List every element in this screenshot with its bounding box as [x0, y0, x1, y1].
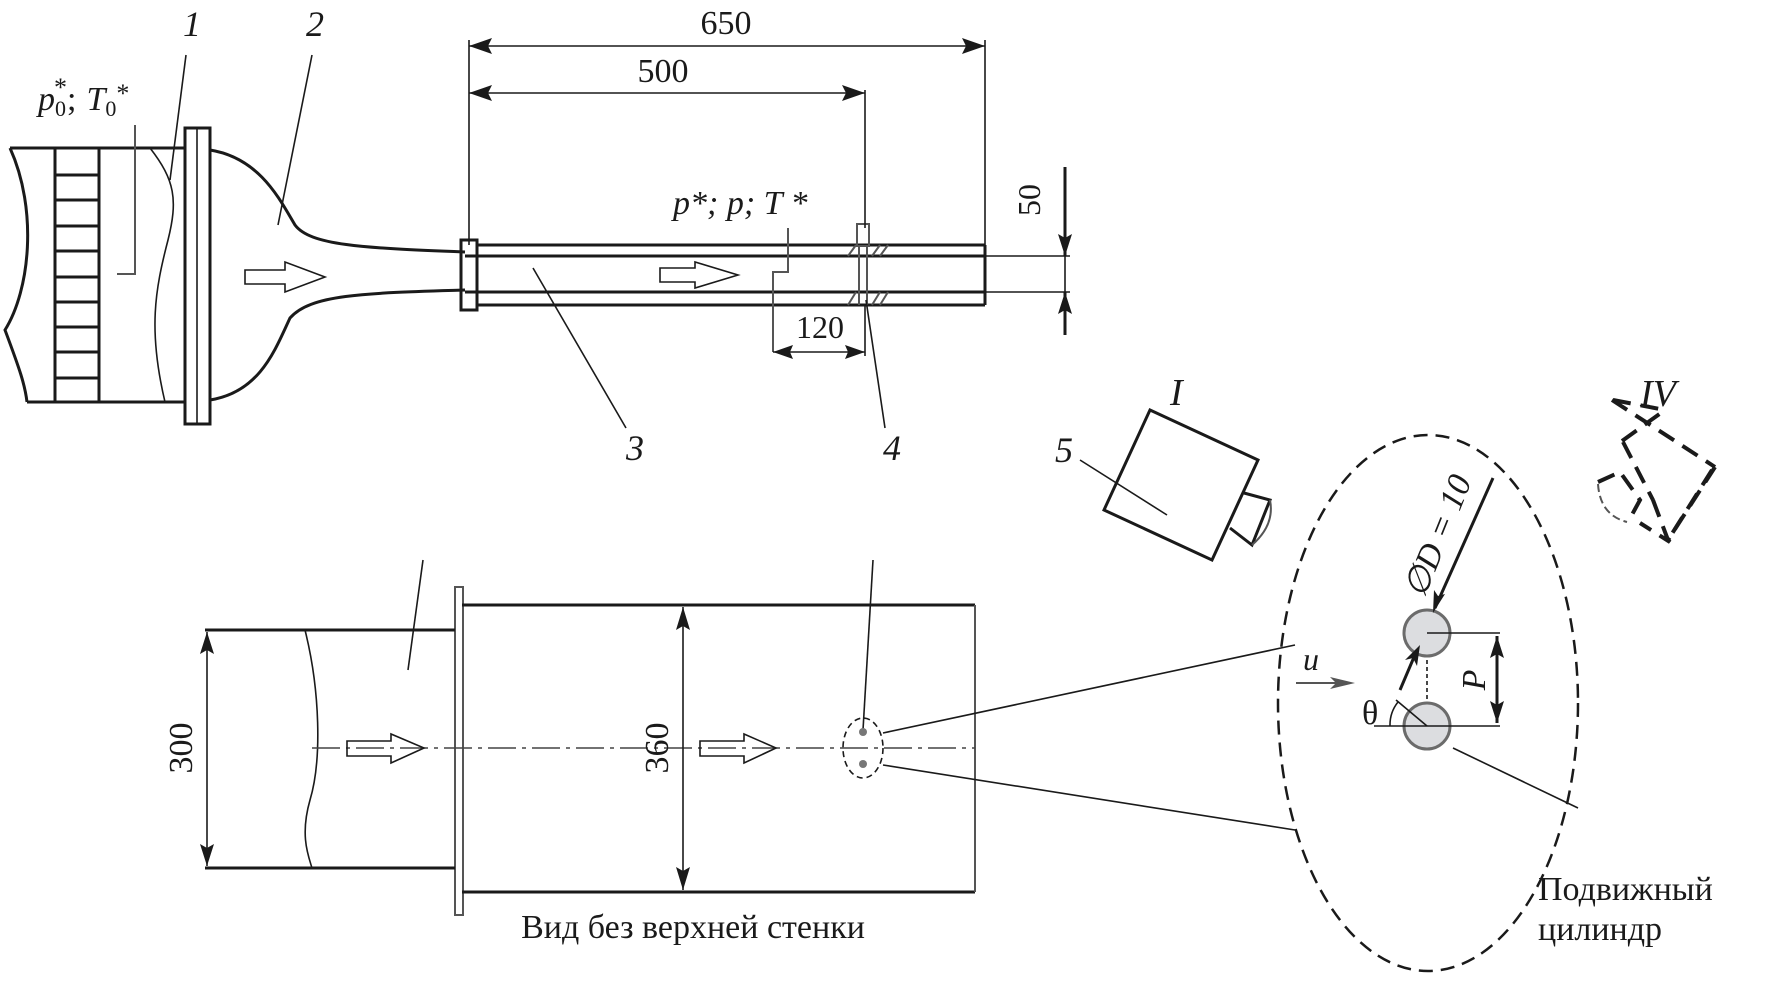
- plan-view-caption: Вид без верхней стенки: [521, 909, 865, 946]
- svg-text:p0*;T0*: p0*;T0*: [36, 73, 129, 121]
- dimension-120-label: 120: [796, 309, 844, 345]
- dimension-360-label: 360: [639, 723, 676, 774]
- angle-label: θ: [1362, 695, 1378, 732]
- dimension-50-label: 50: [1011, 184, 1047, 216]
- test-params-label: p*; p; T *: [671, 185, 807, 222]
- settling-chamber: [3, 126, 212, 426]
- flow-arrow: [659, 260, 741, 290]
- part-3-label: 3: [625, 428, 644, 468]
- camera-I: I 5: [1055, 372, 1273, 562]
- probe-cylinder-mount: [847, 223, 889, 306]
- moving-cylinder-label-2: цилиндр: [1538, 911, 1662, 948]
- dimension-300: 300: [163, 632, 214, 866]
- moving-cylinder-label-1: Подвижный: [1538, 871, 1713, 908]
- flow-velocity-arrow: u: [1296, 641, 1355, 689]
- part-4-label: 4: [883, 428, 901, 468]
- inset-detail: u P θ ∅D = 10 Подвижный цилин: [1276, 433, 1713, 973]
- part-1-label: 1: [183, 4, 201, 44]
- dimension-500: 500: [469, 53, 866, 228]
- camera-IV: IV: [1597, 373, 1717, 544]
- pitch-label: P: [1456, 670, 1493, 692]
- diameter-dimension: ∅D = 10: [1397, 470, 1495, 613]
- dimension-360: 360: [639, 607, 690, 890]
- camera-I-label: I: [1169, 372, 1185, 414]
- dimension-120: 120: [773, 305, 866, 359]
- test-section-plan: [205, 586, 1296, 916]
- flow-arrow: [244, 260, 328, 294]
- dimension-650-label: 650: [701, 5, 752, 42]
- honeycomb-grid: [55, 173, 99, 380]
- flow-arrow: [699, 732, 778, 765]
- dimension-300-label: 300: [163, 723, 200, 774]
- camera-IV-label: IV: [1639, 373, 1680, 415]
- flow-velocity-label: u: [1303, 641, 1319, 677]
- inlet-params-label: p0*;T0*: [36, 73, 136, 275]
- cylinder-pair-inset-marker: [842, 717, 884, 779]
- pitch-dimension: P: [1456, 636, 1504, 723]
- test-section-top: [459, 223, 1070, 352]
- dimension-650: 650: [468, 5, 986, 245]
- part-5-label: 5: [1055, 430, 1073, 470]
- flange: [183, 126, 212, 426]
- dimension-500-label: 500: [638, 53, 689, 90]
- flow-arrow: [346, 732, 426, 765]
- dimension-50: 50: [1011, 167, 1072, 335]
- angle-theta: θ: [1362, 645, 1428, 732]
- part-2-label: 2: [306, 4, 324, 44]
- nozzle: [209, 148, 466, 402]
